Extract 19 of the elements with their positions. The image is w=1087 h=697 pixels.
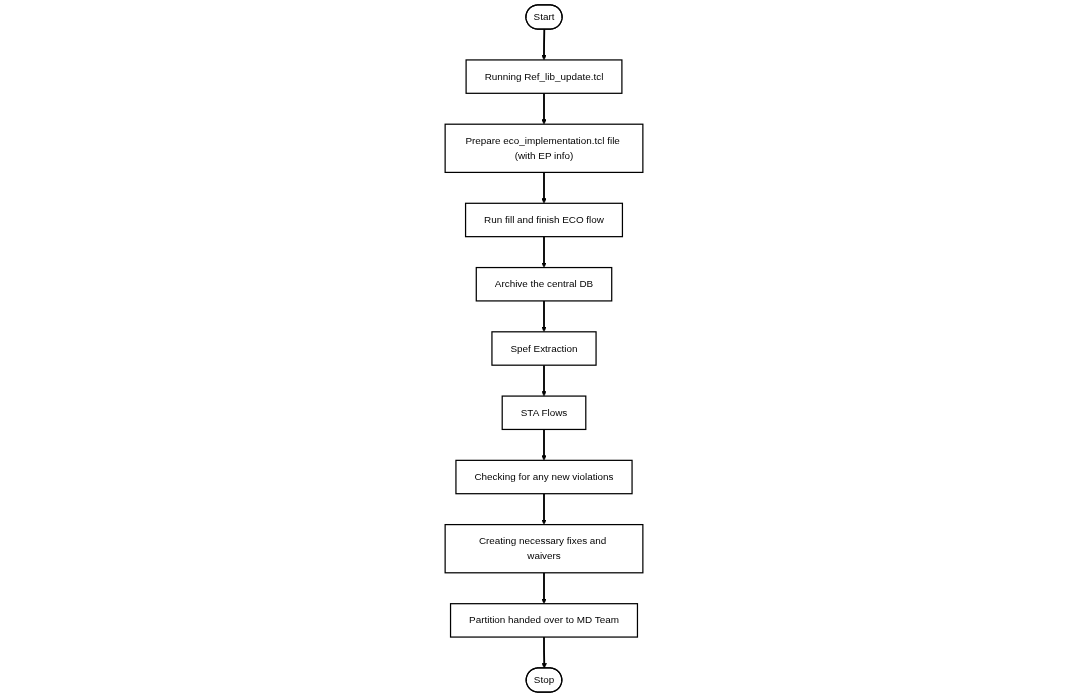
node-box: Partition handed over to MD Team [449,603,638,638]
node-box: STA Flows [501,395,586,431]
arrow [540,571,547,604]
arrow [540,428,547,461]
arrow [540,235,547,268]
node-box: Checking for any new violations [454,459,633,495]
arrow [540,364,547,397]
node-box: Run fill and finish ECO flow [464,202,623,238]
arrow [540,92,547,125]
arrow [540,171,547,204]
node-box: Creating necessary fixes and waivers [444,524,643,574]
node-box: Running Ref_lib_update.tcl [465,59,622,94]
node-box: Archive the central DB [475,266,612,302]
arrow [541,636,547,669]
node-box: Prepare eco_implementation.tcl file (with EP info) [444,123,643,173]
arrow [540,492,547,525]
arrow [540,28,547,61]
arrow [540,300,547,333]
node-box: Spef Extraction [490,331,597,366]
